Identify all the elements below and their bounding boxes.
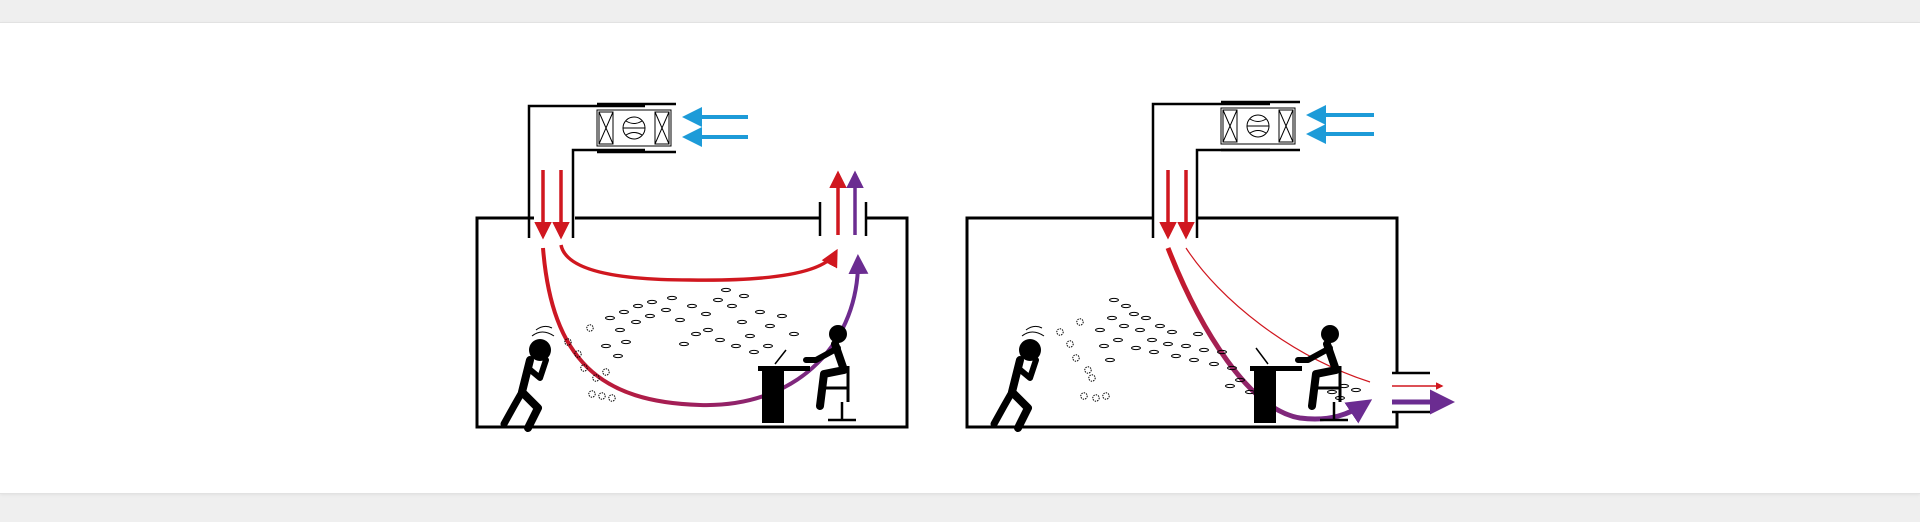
room-outline	[475, 216, 909, 429]
room-outline	[965, 216, 1399, 429]
supply-duct	[1151, 102, 1270, 238]
filter-icon	[1222, 109, 1238, 143]
thin-supply-flow	[1185, 247, 1371, 383]
short-circuit-flow	[559, 244, 838, 282]
person-icon	[504, 326, 554, 428]
aerosol-particle-icon	[601, 287, 799, 359]
air-handling-unit	[596, 102, 676, 154]
mixing-flow	[541, 247, 869, 408]
desk	[758, 349, 810, 423]
displacement-flow	[1165, 247, 1373, 424]
figure-frame	[0, 22, 1920, 494]
air-handling-unit	[1220, 100, 1300, 152]
supply-duct	[527, 104, 645, 238]
filter-icon	[1278, 109, 1294, 143]
filter-icon	[598, 111, 614, 145]
panel-mixing	[475, 102, 909, 429]
person-icon	[1298, 325, 1348, 420]
desk	[1250, 347, 1302, 423]
person-icon	[806, 325, 856, 420]
person-icon	[994, 326, 1044, 428]
filter-icon	[654, 111, 670, 145]
panel-displacement	[965, 100, 1455, 429]
droplet-icon	[564, 324, 616, 402]
aerosol-particle-icon	[1095, 297, 1361, 401]
